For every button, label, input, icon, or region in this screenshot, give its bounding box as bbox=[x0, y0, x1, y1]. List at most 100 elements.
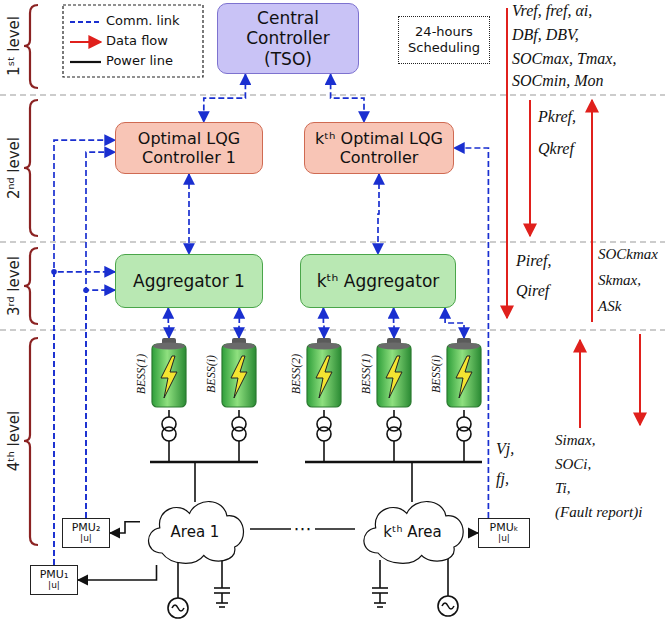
signal-label: Qkref bbox=[538, 140, 574, 158]
comm-link bbox=[86, 290, 115, 518]
battery-label: BESS(1) bbox=[359, 354, 374, 395]
schedule-box: 24-hours Scheduling bbox=[398, 16, 490, 64]
level-label: 3ʳᵈ level bbox=[5, 256, 23, 316]
battery-label: BESS(1) bbox=[134, 354, 149, 395]
signal-label: fj, bbox=[496, 470, 509, 488]
signal-label: SOCi, bbox=[555, 456, 591, 473]
lqg-controller-box: kᵗʰ Optimal LQG Controller bbox=[304, 122, 454, 174]
signal-label: SOCkmax bbox=[598, 246, 658, 263]
battery-icon bbox=[375, 338, 413, 410]
comm-link bbox=[331, 74, 364, 122]
signal-label: ASk bbox=[598, 298, 621, 315]
level-divider bbox=[0, 95, 665, 330]
level-label: 1ˢᵗ level bbox=[5, 16, 23, 76]
signal-label: SOCmin, Mon bbox=[512, 72, 604, 90]
legend-sample-data bbox=[70, 41, 101, 43]
controller-box: Central Controller (TSO) bbox=[217, 3, 359, 74]
measurement-line bbox=[110, 522, 140, 533]
pmu-box: PMU₂|u| bbox=[62, 518, 110, 548]
comm-link bbox=[445, 308, 464, 338]
comm-link bbox=[54, 272, 115, 565]
transformer-coil bbox=[162, 427, 176, 441]
node-text: Optimal LQG Controller 1 bbox=[122, 129, 256, 167]
pmu-box: PMUₖ|u| bbox=[478, 518, 530, 548]
battery-label: BESS(2) bbox=[289, 354, 304, 395]
battery-label: BESS(i) bbox=[429, 355, 444, 393]
pmu-box: PMU₁|u| bbox=[30, 565, 78, 595]
legend-sample-power bbox=[70, 61, 101, 63]
battery-icon bbox=[150, 338, 188, 410]
node-text: PMU₁ bbox=[40, 569, 69, 581]
signal-label: SOCmax, Tmax, bbox=[512, 50, 616, 68]
junction-dot bbox=[83, 287, 89, 293]
battery: BESS(1) bbox=[150, 338, 188, 410]
battery-icon bbox=[220, 338, 258, 410]
signal-label: Piref, bbox=[516, 252, 551, 270]
aggregator-box: Aggregator 1 bbox=[115, 254, 263, 308]
signal-label: Ti, bbox=[555, 480, 570, 497]
comm-link bbox=[204, 74, 246, 122]
aggregator-box: kᵗʰ Aggregator bbox=[300, 254, 456, 308]
node-subtext: |u| bbox=[498, 534, 510, 544]
comm-link bbox=[86, 152, 115, 518]
legend-text: Power line bbox=[106, 53, 173, 68]
node-text: PMUₖ bbox=[490, 522, 519, 534]
legend-box bbox=[63, 5, 203, 77]
node-text: kᵗʰ Aggregator bbox=[317, 271, 440, 291]
area-cloud-node: Area 1 bbox=[140, 493, 250, 565]
signal-label: Pkref, bbox=[538, 108, 576, 126]
level-brace bbox=[24, 5, 38, 545]
comm-link bbox=[188, 174, 190, 254]
node-text: Central Controller (TSO) bbox=[224, 8, 352, 69]
level-label: 2ⁿᵈ level bbox=[5, 137, 23, 199]
comm-link bbox=[454, 148, 488, 518]
signal-label: Vref, fref, αi, bbox=[512, 2, 592, 20]
signal-label: DBf, DBV, bbox=[512, 26, 579, 44]
transformer-lead bbox=[238, 441, 240, 462]
transformer-lead bbox=[463, 410, 465, 417]
transformer-lead bbox=[463, 441, 465, 462]
transformer-lead bbox=[238, 410, 240, 417]
battery: BESS(i) bbox=[445, 338, 483, 410]
node-text: 24-hours Scheduling bbox=[405, 24, 483, 55]
area-label: Area 1 bbox=[171, 523, 220, 541]
battery-icon bbox=[445, 338, 483, 410]
transformer-lead bbox=[393, 410, 395, 417]
transformer-coil bbox=[232, 427, 246, 441]
measurement-line bbox=[78, 565, 157, 580]
node-text: Aggregator 1 bbox=[133, 271, 245, 291]
transformer-lead bbox=[323, 410, 325, 417]
signal-label: Simax, bbox=[555, 432, 595, 449]
battery: BESS(i) bbox=[220, 338, 258, 410]
transformer-coil bbox=[387, 427, 401, 441]
comm-link bbox=[167, 308, 169, 338]
edge-label: ⋯ bbox=[291, 520, 315, 538]
transformer-lead bbox=[393, 441, 395, 462]
legend-text: Comm. link bbox=[106, 13, 180, 28]
signal-label: (Fault report)i bbox=[555, 504, 642, 521]
legend-text: Data flow bbox=[106, 33, 168, 48]
node-text: kᵗʰ Optimal LQG Controller bbox=[311, 129, 447, 167]
area-label: kᵗʰ Area bbox=[383, 523, 441, 541]
comm-link bbox=[238, 308, 240, 338]
measurement-line bbox=[470, 532, 478, 534]
battery-label: BESS(i) bbox=[204, 355, 219, 393]
battery-icon bbox=[305, 338, 343, 410]
transformer-coil bbox=[317, 427, 331, 441]
transformer-lead bbox=[168, 441, 170, 462]
signal-label: Qiref bbox=[516, 282, 549, 300]
node-text: PMU₂ bbox=[72, 522, 101, 534]
lqg-controller-box: Optimal LQG Controller 1 bbox=[115, 122, 263, 174]
comm-link bbox=[393, 308, 395, 338]
battery: BESS(1) bbox=[375, 338, 413, 410]
signal-label: Skmax, bbox=[598, 272, 641, 289]
transformer-lead bbox=[168, 410, 170, 417]
comm-link bbox=[54, 140, 115, 565]
node-subtext: |u| bbox=[48, 581, 60, 591]
level-label: 4ᵗʰ level bbox=[5, 411, 23, 471]
transformer-coil bbox=[457, 427, 471, 441]
signal-label: Vj, bbox=[496, 440, 514, 458]
comm-link bbox=[378, 174, 379, 254]
battery: BESS(2) bbox=[305, 338, 343, 410]
junction-dot bbox=[51, 269, 57, 275]
